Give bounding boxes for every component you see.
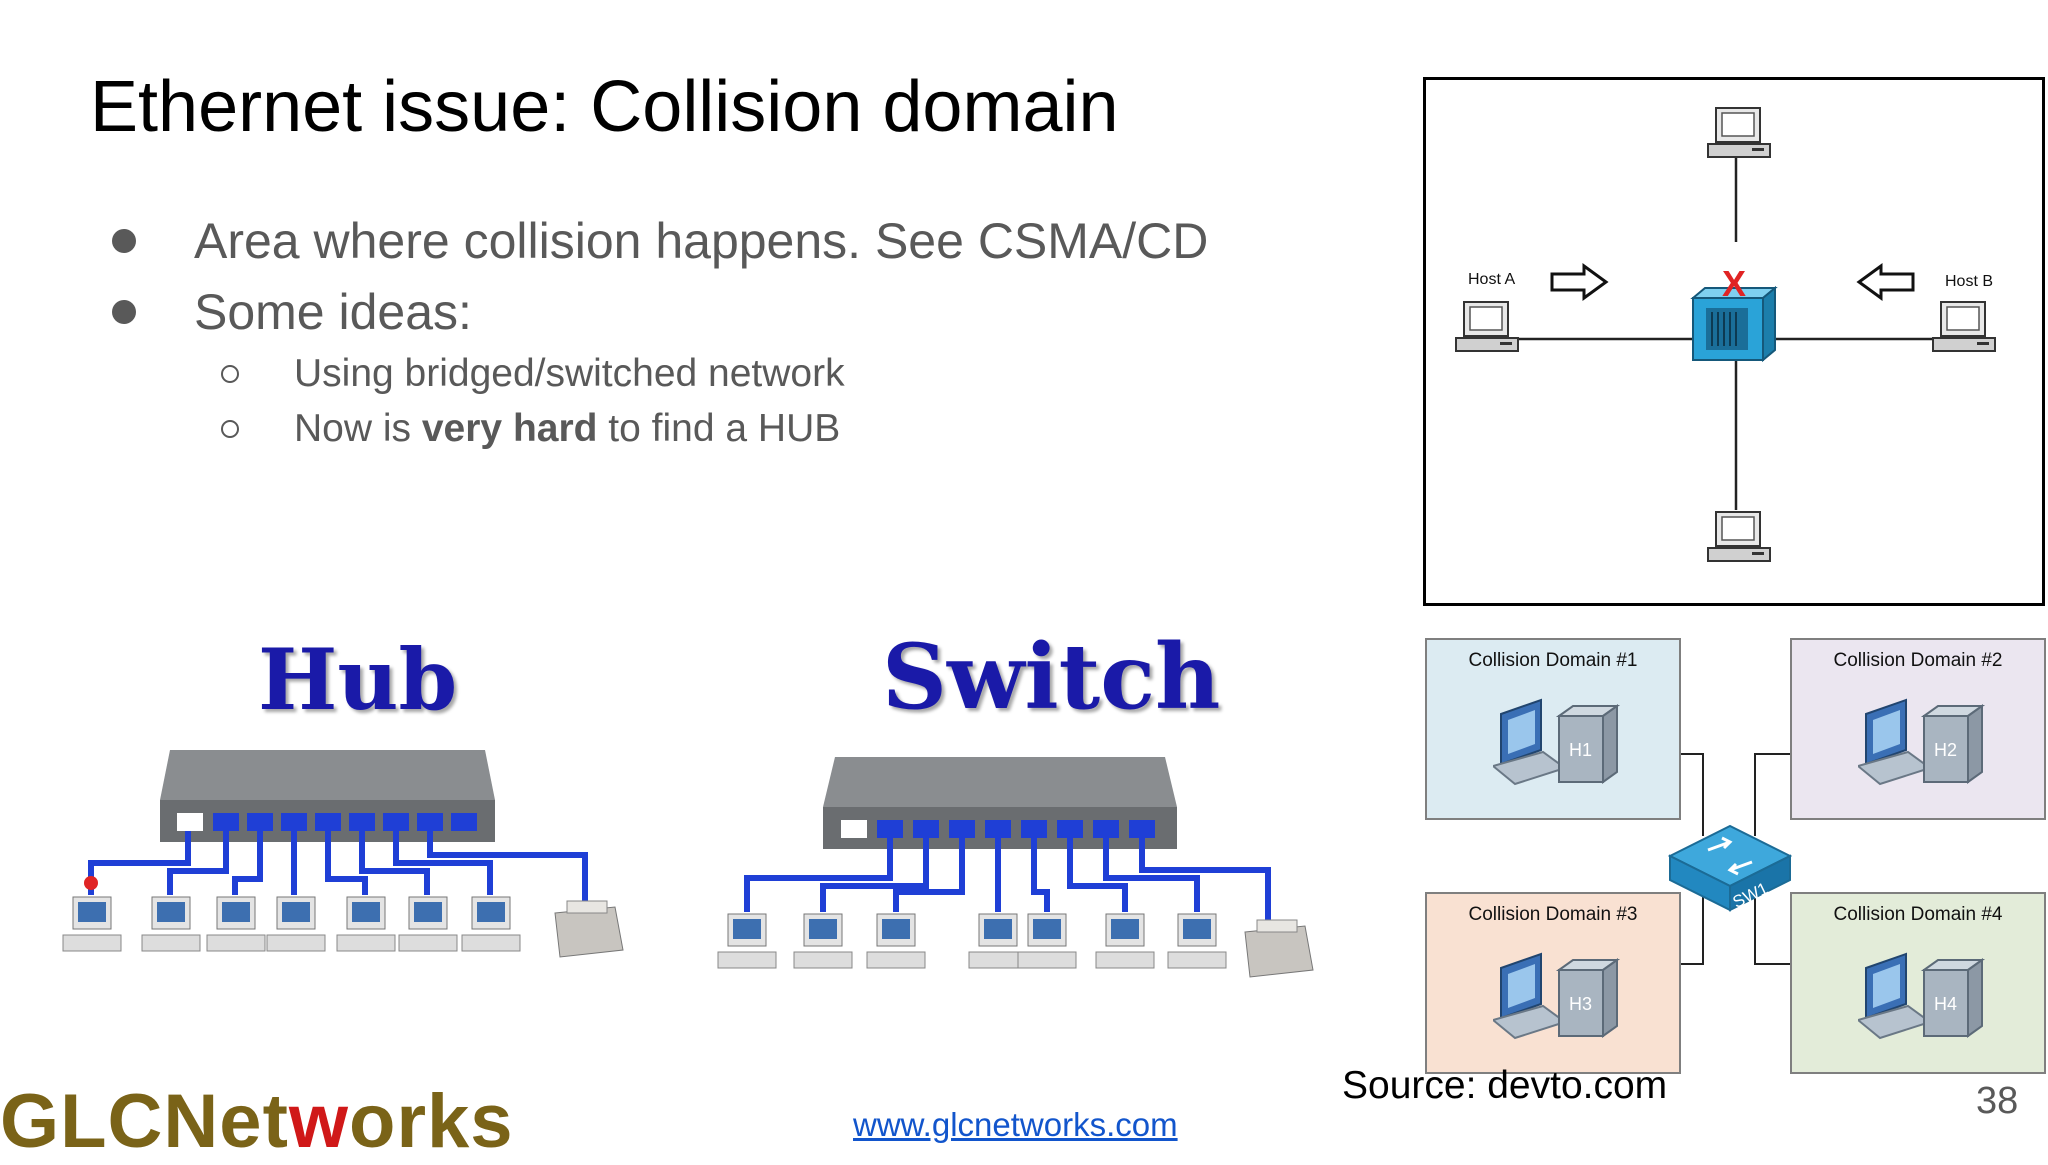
sub-bullet-text-after: to find a HUB (597, 407, 841, 450)
workstation-icon: H1 (1493, 698, 1621, 786)
computer-icon (717, 913, 777, 969)
host-label: H2 (1934, 740, 1957, 760)
top-computer-icon (1707, 107, 1771, 158)
computer-icon (62, 896, 122, 952)
switch-device-icon (823, 757, 1177, 849)
hub-title: Hub (258, 630, 458, 729)
collision-domain-3: Collision Domain #3 H3 (1425, 892, 1681, 1074)
bottom-computer-icon (1707, 511, 1771, 562)
collision-diagram-graphic: Host A Host B X (1455, 107, 1996, 562)
printer-icon (554, 900, 624, 958)
slide-title: Ethernet issue: Collision domain (90, 67, 1119, 147)
computer-icon (866, 913, 926, 969)
bullet-text: Area where collision happens. See CSMA/C… (194, 213, 1209, 269)
computer-icon (336, 896, 396, 952)
hub-illustration (62, 750, 624, 958)
host-a-computer-icon (1455, 301, 1519, 352)
collision-domain-label: Collision Domain #1 (1468, 650, 1638, 671)
computer-icon (1167, 913, 1227, 969)
sub-bullet-circle-icon (221, 420, 239, 438)
hub-device-icon (160, 750, 495, 842)
collision-domain-4: Collision Domain #4 H4 (1790, 892, 2046, 1074)
bullet-dot-icon (112, 300, 136, 324)
switch-cables (744, 838, 1271, 924)
host-a-label: Host A (1468, 271, 1515, 288)
workstation-icon: H2 (1858, 698, 1986, 786)
left-arrow-icon (1856, 263, 1915, 301)
switch-title: Switch (882, 624, 1221, 730)
computer-icon (206, 896, 266, 952)
sub-bullet-text-bold: very hard (421, 407, 598, 450)
workstation-icon: H4 (1858, 952, 1986, 1040)
collision-domain-label: Collision Domain #2 (1833, 650, 2003, 671)
collision-dot-icon (84, 876, 98, 890)
switch-illustration (717, 757, 1314, 978)
sub-bullet-text: Now is very hard to find a HUB (294, 407, 840, 451)
switch-computers (717, 913, 1314, 978)
bullet-item: Some ideas: (112, 283, 472, 341)
computer-icon (398, 896, 458, 952)
sub-bullet-text: Using bridged/switched network (294, 352, 845, 395)
right-arrow-icon (1550, 263, 1609, 301)
collision-domain-label: Collision Domain #4 (1833, 904, 2003, 925)
host-b-computer-icon (1932, 301, 1996, 352)
sub-bullet-circle-icon (221, 365, 239, 383)
page-number: 38 (1976, 1080, 2019, 1122)
host-label: H3 (1569, 994, 1592, 1014)
computer-icon (968, 913, 1028, 969)
switch-icon: SW1 (1668, 824, 1792, 912)
bullet-text: Some ideas: (194, 284, 472, 340)
logo-text-part3: orks (349, 1079, 514, 1164)
collision-domain-1: Collision Domain #1 H1 (1425, 638, 1681, 820)
bullet-dot-icon (112, 229, 136, 253)
collision-diagram: Host A Host B X (1423, 77, 2045, 606)
sub-bullet-item: Now is very hard to find a HUB (221, 407, 840, 451)
workstation-icon: H3 (1493, 952, 1621, 1040)
source-caption: Source: devto.com (1342, 1064, 1668, 1107)
bullet-item: Area where collision happens. See CSMA/C… (112, 212, 1208, 270)
collision-domains-diagram: Collision Domain #1 H1 Collision Domain … (1423, 636, 2046, 1076)
printer-icon (1244, 919, 1314, 978)
sub-bullet-item: Using bridged/switched network (221, 352, 845, 396)
glcnetworks-logo: GLCNetworks (0, 1078, 514, 1165)
sub-bullet-text-before: Now is (294, 407, 422, 450)
computer-icon (1095, 913, 1155, 969)
host-label: H4 (1934, 994, 1957, 1014)
logo-text-part2: w (288, 1079, 350, 1164)
computer-icon (141, 896, 201, 952)
computer-icon (793, 913, 853, 969)
collision-domain-label: Collision Domain #3 (1468, 904, 1638, 925)
logo-text-part1: GLCNet (0, 1079, 289, 1164)
hub-cables (88, 831, 588, 905)
website-link[interactable]: www.glcnetworks.com (853, 1106, 1178, 1143)
collision-x-mark: X (1722, 263, 1746, 304)
hub-device-icon (1690, 285, 1778, 363)
host-label: H1 (1569, 740, 1592, 760)
computer-icon (266, 896, 326, 952)
hub-computers (62, 896, 624, 958)
host-b-label: Host B (1945, 273, 1993, 290)
collision-domain-2: Collision Domain #2 H2 (1790, 638, 2046, 820)
computer-icon (1017, 913, 1077, 969)
computer-icon (461, 896, 521, 952)
